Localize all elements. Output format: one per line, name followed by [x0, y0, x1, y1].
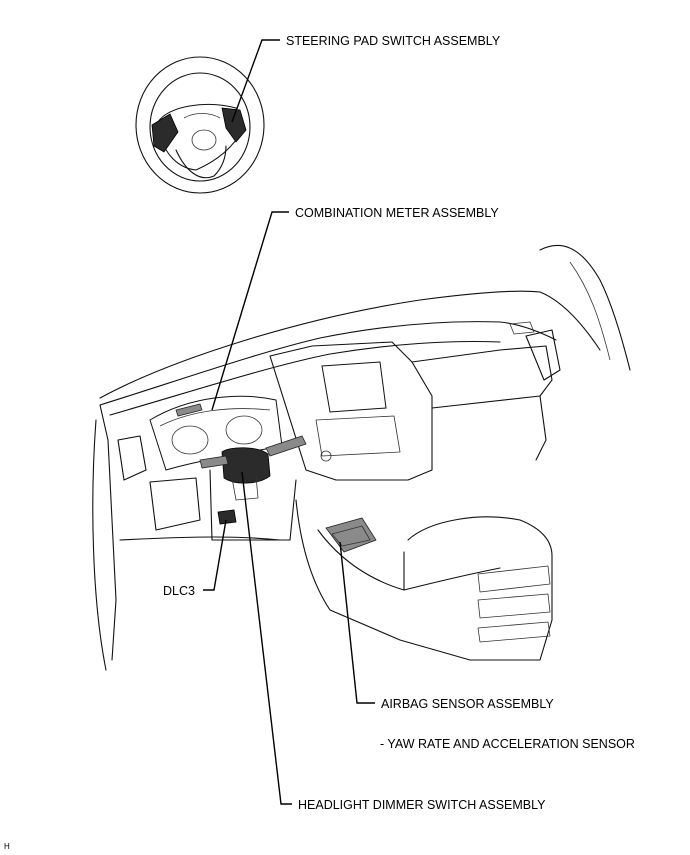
- label-airbag-sensor: AIRBAG SENSOR ASSEMBLY: [381, 697, 554, 711]
- leader-combination-meter: [211, 211, 289, 411]
- leader-steering-pad: [231, 39, 280, 123]
- leader-dlc3: [203, 519, 227, 591]
- label-combination-meter: COMBINATION METER ASSEMBLY: [295, 206, 499, 220]
- leader-headlight-dimmer: [241, 471, 292, 805]
- label-yaw-rate-sensor: - YAW RATE AND ACCELERATION SENSOR: [380, 737, 635, 751]
- label-steering-pad-switch: STEERING PAD SWITCH ASSEMBLY: [286, 34, 501, 48]
- dashboard-illustration: [92, 244, 631, 671]
- steering-wheel-illustration: [135, 56, 265, 194]
- figure-reference: H: [4, 842, 10, 851]
- leader-airbag-sensor: [339, 541, 375, 704]
- label-headlight-dimmer-switch: HEADLIGHT DIMMER SWITCH ASSEMBLY: [298, 798, 546, 812]
- label-dlc3: DLC3: [163, 584, 195, 598]
- leader-lines: [203, 39, 375, 805]
